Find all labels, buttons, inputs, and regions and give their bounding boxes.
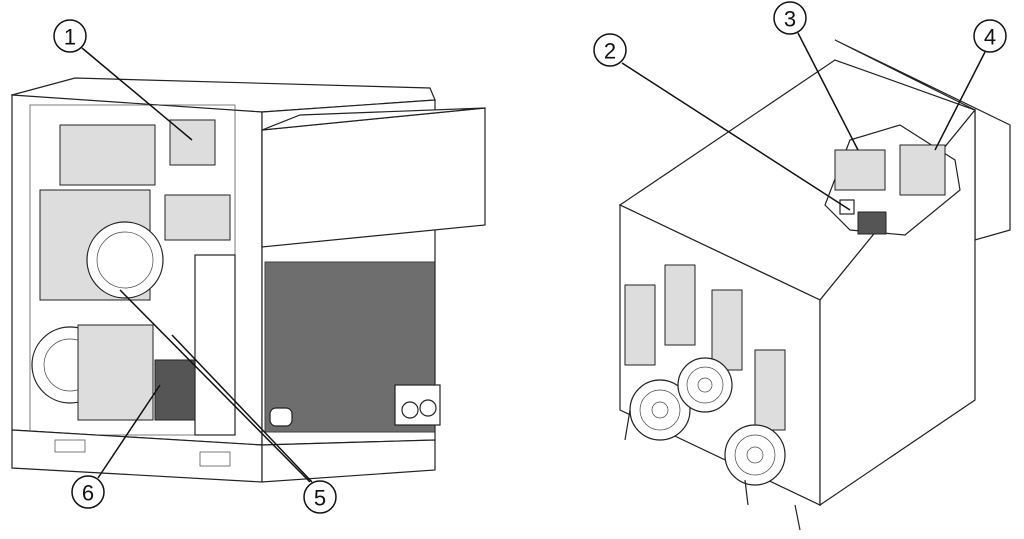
callout-1-label: 1 bbox=[64, 25, 76, 50]
callout-4-label: 4 bbox=[984, 25, 996, 50]
left-unit-open-view bbox=[10, 77, 486, 483]
callout-6-label: 6 bbox=[82, 481, 94, 506]
callout-6: 6 bbox=[71, 475, 105, 509]
side-vents bbox=[624, 264, 786, 431]
callout-5: 5 bbox=[303, 480, 337, 514]
fans bbox=[629, 357, 786, 486]
callout-3: 3 bbox=[773, 1, 807, 35]
callout-2: 2 bbox=[593, 33, 627, 67]
callout-1: 1 bbox=[53, 19, 87, 53]
right-unit-view bbox=[618, 39, 1011, 531]
callout-2-label: 2 bbox=[604, 39, 616, 64]
leader-lines bbox=[81, 32, 986, 483]
callout-5-label: 5 bbox=[314, 486, 326, 511]
callout-3-label: 3 bbox=[784, 7, 796, 32]
callout-4: 4 bbox=[973, 19, 1007, 53]
